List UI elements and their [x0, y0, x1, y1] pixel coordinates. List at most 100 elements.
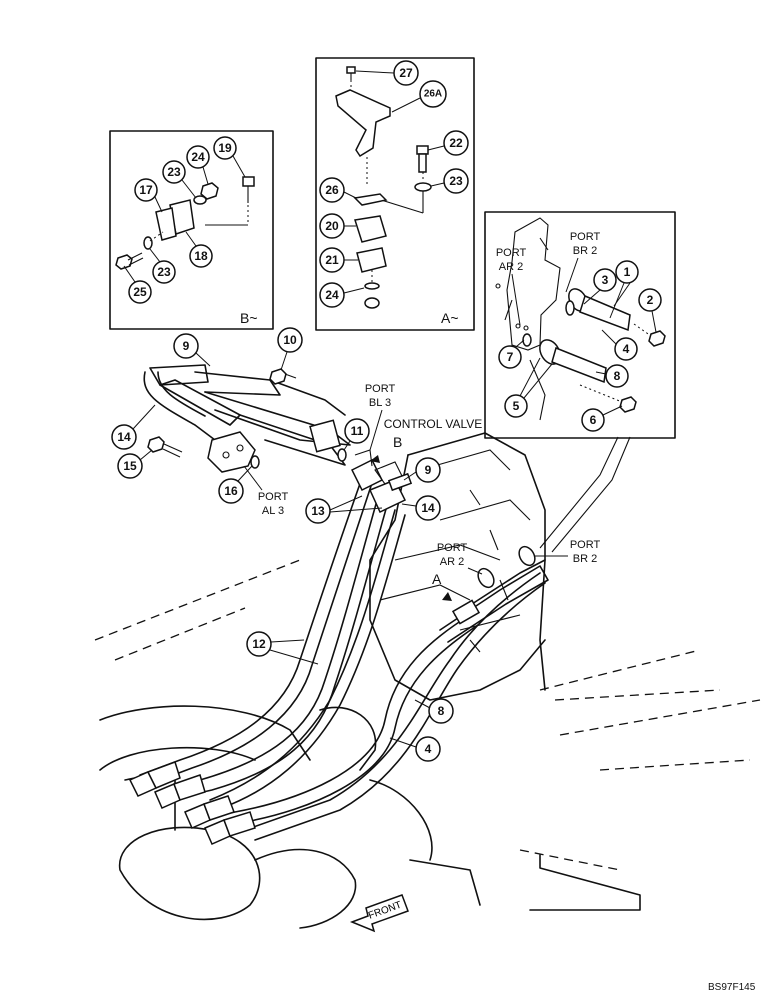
label-port-br2-inset-id: BR 2 [573, 245, 597, 257]
hose-fittings [128, 761, 256, 845]
detail-leader-2 [551, 436, 631, 553]
callout-26a: 26A [419, 80, 447, 108]
svg-text:8: 8 [438, 704, 445, 718]
callout-24: 24 [186, 145, 210, 169]
svg-text:7: 7 [507, 350, 514, 364]
label-port-al3-id: AL 3 [262, 505, 284, 517]
oring-16 [250, 455, 260, 469]
washer-23-shape [414, 182, 432, 192]
callout-14-right: 14 [415, 495, 441, 521]
callout-22: 22 [443, 130, 469, 156]
callout-27: 27 [393, 60, 419, 86]
label-port-bl3-id: BL 3 [369, 397, 391, 409]
label-view-a: A [432, 571, 442, 587]
svg-text:14: 14 [421, 501, 435, 515]
svg-text:13: 13 [311, 504, 325, 518]
callout-15: 15 [117, 453, 143, 479]
callout-23: 23 [162, 160, 186, 184]
callout-4: 4 [614, 337, 638, 361]
callout-25: 25 [128, 280, 152, 304]
callout-4-main: 4 [415, 736, 441, 762]
svg-text:9: 9 [183, 339, 190, 353]
svg-text:15: 15 [123, 459, 137, 473]
callout-17: 17 [134, 178, 158, 202]
callout-8: 8 [605, 364, 629, 388]
flange-al3 [207, 431, 256, 473]
svg-text:8: 8 [614, 369, 621, 383]
inset-ports-frame [484, 211, 676, 439]
clamp-b [387, 472, 413, 492]
svg-text:21: 21 [325, 253, 339, 267]
label-port-ar2-inset-word: PORT [496, 247, 527, 259]
reference-code: BS97F145 [708, 982, 756, 993]
plate-26-shape [353, 193, 388, 206]
label-control-valve: CONTROL VALVE [384, 417, 482, 431]
svg-text:4: 4 [623, 342, 630, 356]
inset-b-frame [109, 130, 274, 330]
inset-ports: PORT BR 2 PORT AR 2 3 1 2 4 7 8 5 6 [484, 211, 676, 439]
callout-12: 12 [246, 631, 272, 657]
bolt-22-head [416, 145, 429, 155]
svg-text:24: 24 [325, 288, 339, 302]
bolt-6-head [619, 396, 637, 413]
view-b-arrow [370, 455, 380, 463]
svg-text:6: 6 [590, 413, 597, 427]
inset-b-caption: B~ [240, 310, 258, 326]
svg-text:23: 23 [157, 265, 171, 279]
svg-text:24: 24 [191, 150, 205, 164]
label-port-ar2-id: AR 2 [440, 556, 464, 568]
callout-14-left: 14 [111, 424, 137, 450]
flange-br2 [518, 545, 536, 567]
valve-body-detail [506, 217, 561, 351]
label-port-ar2-inset-id: AR 2 [499, 261, 523, 273]
svg-text:5: 5 [513, 399, 520, 413]
callout-26: 26 [319, 177, 345, 203]
callout-21: 21 [319, 247, 345, 273]
clamp-21-shape [356, 247, 387, 273]
svg-text:19: 19 [218, 141, 232, 155]
svg-text:18: 18 [194, 249, 208, 263]
flange-ar2 [477, 567, 495, 589]
inset-a: 27 26A 22 23 26 20 21 24 A~ [315, 57, 475, 331]
bolt-19-head [242, 176, 255, 187]
nut-24-lower [364, 297, 380, 309]
svg-text:11: 11 [351, 424, 364, 438]
callout-7: 7 [498, 345, 522, 369]
view-a-arrow [442, 592, 452, 601]
svg-text:23: 23 [449, 174, 463, 188]
connector-13a [350, 458, 384, 492]
oring-3 [565, 300, 575, 316]
callout-3: 3 [593, 268, 617, 292]
bolt-2-head [648, 330, 666, 347]
label-port-br2-inset-word: PORT [570, 231, 601, 243]
label-port-ar2-word: PORT [437, 542, 468, 554]
nut-24-upper [364, 282, 380, 290]
label-port-al3-word: PORT [258, 491, 289, 503]
svg-text:10: 10 [283, 333, 297, 347]
callout-6: 6 [581, 408, 605, 432]
svg-text:23: 23 [167, 165, 181, 179]
callout-5: 5 [504, 394, 528, 418]
svg-text:27: 27 [399, 66, 413, 80]
svg-text:17: 17 [139, 183, 153, 197]
bolt-22-shank [418, 153, 427, 173]
callout-13: 13 [305, 498, 331, 524]
svg-text:25: 25 [133, 285, 147, 299]
callout-20: 20 [319, 213, 345, 239]
svg-text:3: 3 [602, 273, 609, 287]
front-arrow-shape [349, 894, 409, 933]
inset-a-frame [315, 57, 475, 331]
bolt-25-head [115, 254, 133, 270]
inset-a-caption: A~ [441, 310, 459, 326]
svg-text:2: 2 [647, 293, 654, 307]
callout-8-main: 8 [428, 698, 454, 724]
detail-leader-1 [539, 436, 619, 549]
svg-text:26: 26 [325, 183, 339, 197]
tube-1-stub [579, 294, 631, 332]
front-arrow: FRONT [349, 894, 409, 933]
clamp-20-shape [354, 215, 387, 243]
svg-text:12: 12 [252, 637, 266, 651]
callout-10: 10 [277, 327, 303, 353]
bracket-26a-shape [335, 89, 391, 158]
oring-11 [337, 448, 347, 462]
